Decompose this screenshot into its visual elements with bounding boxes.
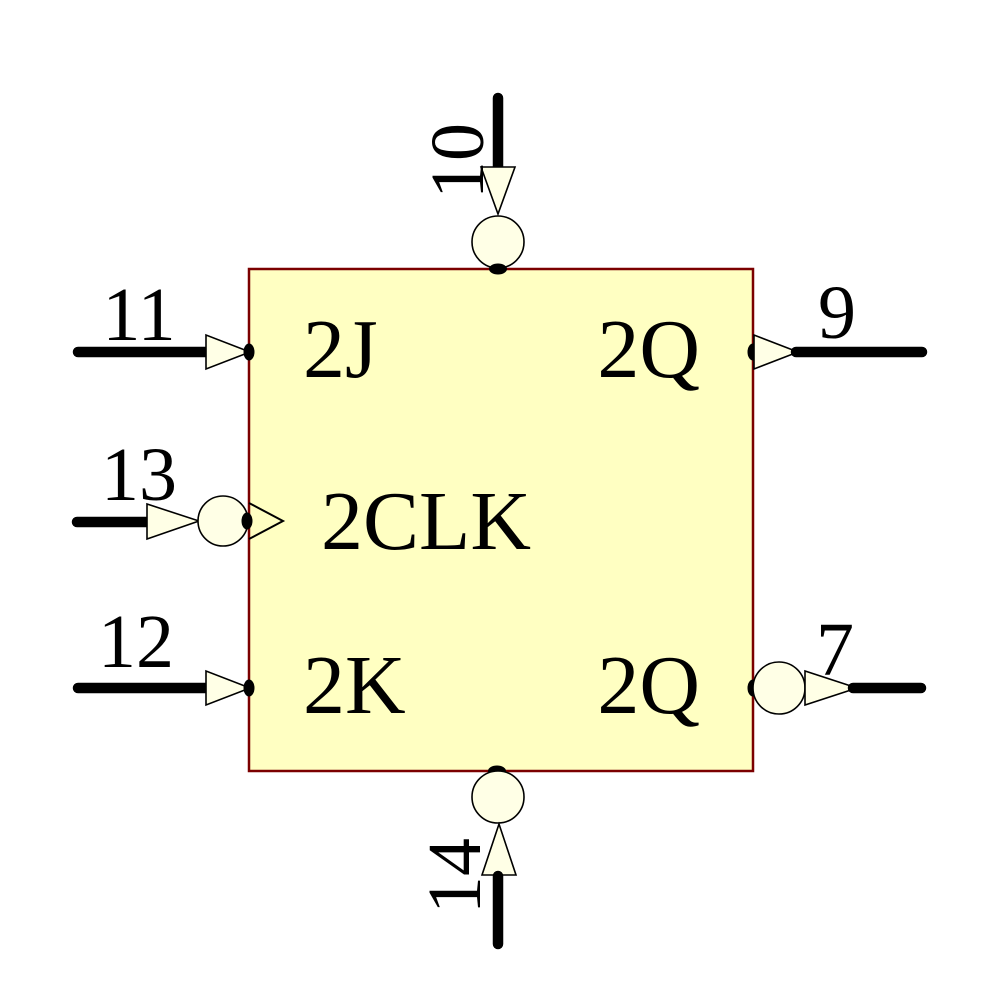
pin-10-arrowhead-icon [479,166,517,217]
pin-bottom-14[interactable]: 14 [413,765,525,950]
pin-13-inversion-bubble-icon [197,495,249,547]
clock-edge-icon [248,502,286,540]
pin-13-connection-dot [241,512,253,530]
pin-10-inversion-bubble-icon [471,215,525,269]
pin-11-arrowhead-icon [205,333,253,371]
pin-14-inversion-bubble-icon [471,770,525,824]
pin-12-arrowhead-icon [205,669,253,707]
pin-left-12[interactable]: 12 [72,600,255,707]
pin-right-7[interactable]: 7 [747,608,927,715]
pin-9-arrowhead-icon [753,333,801,371]
pin-11-number: 11 [102,273,175,357]
pin-13-arrowhead-icon [146,502,202,541]
pin-12-number: 12 [98,600,174,684]
pin-left-13[interactable]: 13 [71,433,253,547]
pin-10-number: 10 [416,123,500,199]
pin-14-number: 14 [413,838,497,914]
port-label-2k: 2K [303,639,406,732]
flip-flop-symbol: 2J 2CLK 2K 2Q 2Q [247,267,755,773]
pin-7-arrowhead-icon [804,669,860,707]
pin-11-connection-dot [243,343,255,361]
pin-right-9[interactable]: 9 [747,271,928,371]
pin-12-connection-dot [243,679,255,697]
pin-7-number: 7 [816,608,854,692]
port-label-2q-bar: 2Q [597,639,700,732]
pin-13-number: 13 [101,433,177,517]
pin-left-11[interactable]: 11 [72,273,255,371]
pin-9-number: 9 [818,271,856,355]
pin-10-connection-dot [489,263,507,275]
pin-7-inversion-bubble-icon [752,661,806,715]
port-label-2q: 2Q [597,303,700,396]
port-label-2clk: 2CLK [321,475,531,568]
port-label-2j: 2J [303,303,378,396]
symbol-body[interactable] [247,267,755,773]
pin-top-10[interactable]: 10 [416,92,525,275]
